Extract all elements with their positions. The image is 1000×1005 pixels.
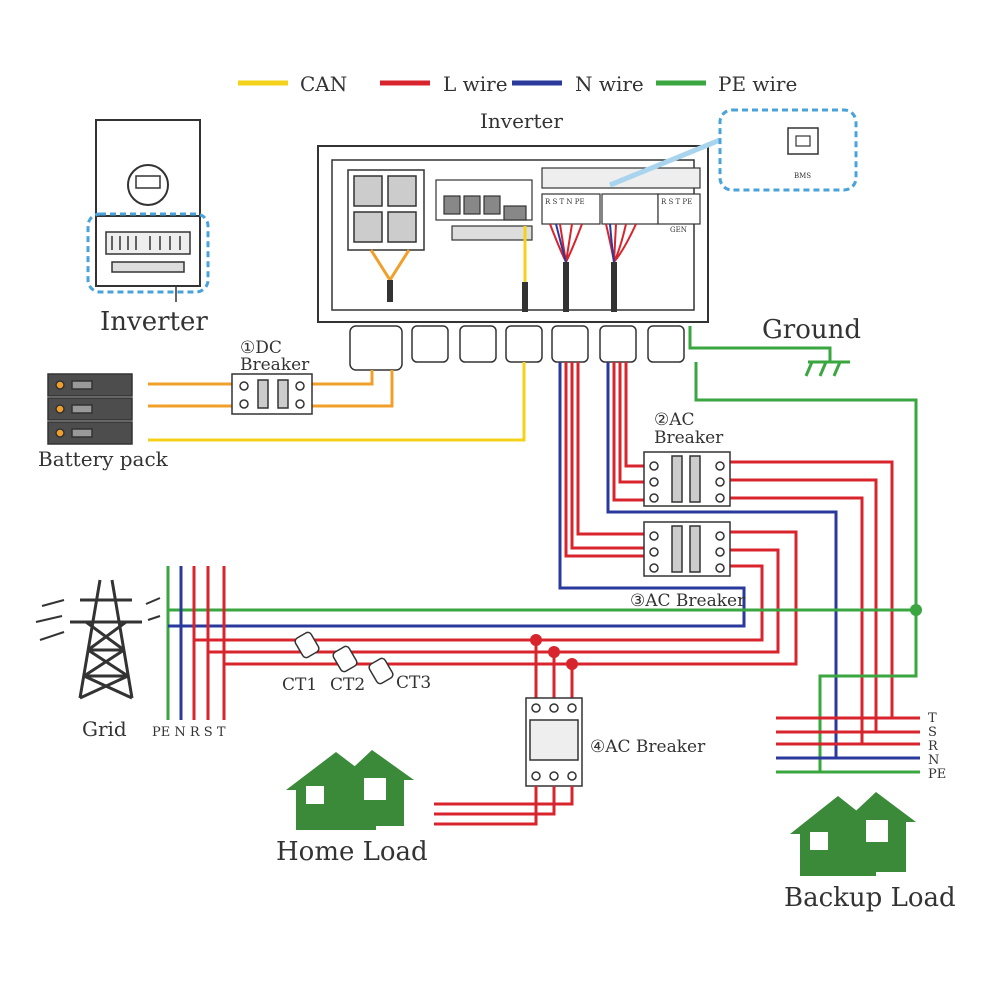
inverter-display-icon [127,164,169,206]
ct1-icon [294,631,320,659]
dc-breaker-label-2: Breaker [240,355,310,375]
ct-sensors [294,631,394,685]
terminal-strip-right-label: R S T PE [661,198,692,206]
inverter-title: Inverter [480,109,563,133]
ac-breaker-2 [643,451,731,507]
ground-icon [804,360,850,377]
ac-breaker-3-label: ③AC Breaker [630,591,746,611]
grid-label: Grid [82,717,127,741]
grid-terminals-label: PE N R S T [152,725,226,740]
ct2-label: CT2 [330,675,365,695]
dc-breaker [231,373,313,415]
battery-pack-label: Battery pack [38,447,169,471]
inverter-panel: Inverter R S T N PE R S T PE [317,109,709,371]
ct3-label: CT3 [396,673,431,693]
ac-breaker-4-label: ④AC Breaker [590,737,706,757]
home-load-label: Home Load [276,837,428,867]
battery-pack [47,373,133,445]
dc-breaker-label-1: ①DC [240,338,282,358]
grid-tower-icon [35,579,161,700]
backup-terminal-pe: PE [928,767,946,782]
inverter-thumbnail-callout [86,212,210,294]
inverter-thumbnail-label: Inverter [100,307,208,337]
gen-label: GEN [670,226,687,234]
legend-pe-wire-label: PE wire [718,72,797,96]
bms-port-icon [787,127,819,155]
ground-label: Ground [762,315,861,345]
terminal-strip-left-label: R S T N PE [545,198,585,206]
backup-terminal-t: T [928,711,937,726]
backup-load-icon [790,792,916,876]
ac-breaker-2-label-1: ②AC [654,410,695,430]
legend-can-label: CAN [300,72,347,96]
ct3-icon [368,657,394,685]
backup-terminal-s: S [928,725,937,740]
ac-breaker-4 [525,697,583,787]
communication-block [435,179,533,241]
ac-breaker-2-label-2: Breaker [654,428,724,448]
backup-terminal-r: R [928,739,939,754]
cable-glands [349,325,685,371]
home-load-icon [286,750,414,830]
bms-callout: BMS [609,108,858,192]
backup-terminal-n: N [928,753,939,768]
backup-load-label: Backup Load [784,883,956,913]
legend-l-wire-label: L wire [443,72,508,96]
ct1-label: CT1 [282,675,317,695]
dc-terminal-block [347,169,425,251]
ac-terminal-block [541,167,701,225]
pe-junction-dot [910,604,922,616]
legend-n-wire-label: N wire [575,72,644,96]
inverter-thumbnail: Inverter [86,119,210,337]
legend: CAN L wire N wire PE wire [238,72,797,96]
bms-label: BMS [794,172,811,180]
ground: Ground [688,315,861,377]
ac-breaker-3 [643,521,731,577]
ct2-icon [332,645,358,673]
